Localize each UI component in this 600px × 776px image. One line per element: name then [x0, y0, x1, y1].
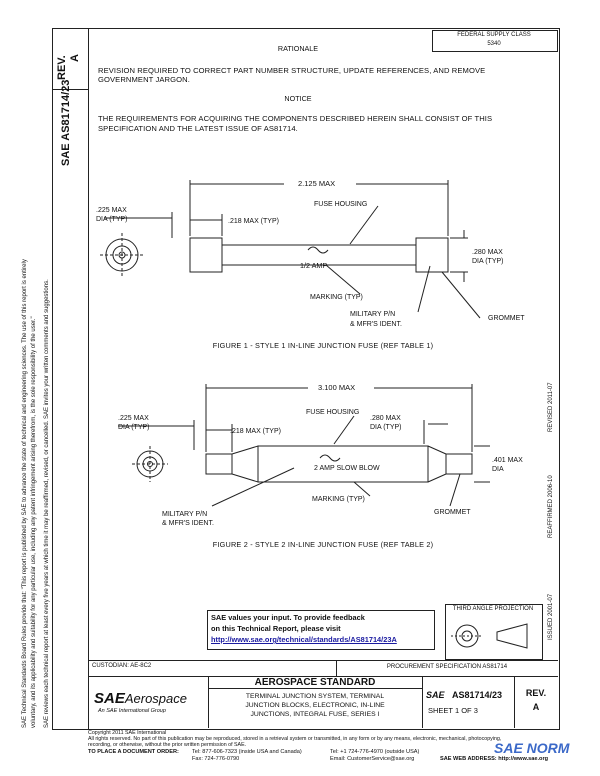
fig2-dim-mid2: DIA (TYP) — [370, 424, 402, 431]
fig2-right-cap — [445, 453, 473, 475]
fig1-marking: MARKING (TYP) — [310, 294, 363, 301]
fig2-dim-mid1: .280 MAX — [370, 415, 401, 422]
fig2-dim-length: 3.100 MAX — [318, 383, 355, 392]
rationale-title: RATIONALE — [277, 44, 319, 53]
disclaimer-line-1: SAE Technical Standards Board Rules prov… — [22, 259, 28, 728]
sae-logo: SAEAerospace — [94, 690, 187, 707]
figure-2-caption: FIGURE 2 - STYLE 2 IN-LINE JUNCTION FUSE… — [212, 540, 434, 549]
fig1-dim-dia-left1: .225 MAX — [96, 207, 127, 214]
fig1-military2: & MFR'S IDENT. — [350, 321, 402, 328]
rationale-text-2: GOVERNMENT JARGON. — [98, 75, 190, 84]
fig2-dim-dia-right1: .401 MAX — [492, 457, 523, 464]
sae-norm-watermark: SAE NORM — [494, 740, 570, 756]
drawing-frame — [88, 28, 560, 730]
sae-small-logo: SAE — [426, 690, 445, 700]
figure-1-drawing: 2.125 MAX .225 MAX DIA (TYP) .218 MAX (T… — [96, 179, 525, 328]
fig2-dim-dia-right2: DIA — [492, 466, 504, 473]
federal-supply-line2: 5340 — [487, 41, 501, 47]
fig2-right-taper — [427, 445, 447, 483]
rev-value-block: A — [532, 702, 540, 712]
fig2-grommet: GROMMET — [434, 509, 471, 516]
procurement-cell — [336, 660, 559, 676]
fig1-dim-length: 2.125 MAX — [298, 179, 335, 188]
desc-line2: JUNCTION BLOCKS, ELECTRONIC, IN-LINE — [245, 702, 385, 709]
standard-cell — [208, 676, 423, 689]
feedback-box — [207, 610, 435, 650]
projection-box — [445, 604, 543, 660]
fig1-dim-dia-left2: DIA (TYP) — [96, 216, 128, 223]
federal-supply-line1: FEDERAL SUPPLY CLASS — [457, 32, 531, 38]
fig2-fuse-housing-label: FUSE HOUSING — [306, 409, 359, 416]
custodian: CUSTODIAN: AE-8C2 — [92, 663, 152, 669]
fig1-right-cap — [415, 237, 449, 273]
projection-label: THIRD ANGLE PROJECTION — [452, 606, 534, 612]
disclaimer-line-3: SAE reviews each technical report at lea… — [44, 279, 50, 728]
logo-cell — [88, 676, 209, 728]
aerospace-standard: AEROSPACE STANDARD — [254, 677, 376, 688]
fig2-marking: MARKING (TYP) — [312, 496, 365, 503]
notice-text-2: SPECIFICATION AND THE LATEST ISSUE OF AS… — [98, 124, 298, 133]
procurement: PROCUREMENT SPECIFICATION AS81714 — [386, 664, 508, 670]
fig1-military1: MILITARY P/N — [350, 311, 395, 318]
feedback-line1: SAE values your input. To provide feedba… — [211, 613, 365, 622]
fig1-dim-dia-right1: .280 MAX — [472, 249, 503, 256]
fig1-dim-cap: .218 MAX (TYP) — [228, 218, 279, 225]
feedback-link[interactable]: http://www.sae.org/technical/standards/A… — [211, 635, 397, 644]
fig1-fuse-housing-label: FUSE HOUSING — [314, 201, 367, 208]
fig2-dim-dia-left1: .225 MAX — [118, 415, 149, 422]
footer-rights: All rights reserved. No part of this pub… — [88, 736, 502, 742]
rationale-text-1: REVISION REQUIRED TO CORRECT PART NUMBER… — [98, 66, 486, 75]
fig2-military2: & MFR'S IDENT. — [162, 520, 214, 527]
rev-label-vertical: REV. — [56, 55, 68, 80]
footer-web: SAE WEB ADDRESS: http://www.sae.org — [440, 756, 549, 762]
rev-box — [52, 28, 89, 90]
footer-tel1: Tel: 877-606-7323 (inside USA and Canada… — [192, 749, 302, 755]
fig1-amp-label: 1/2 AMP — [300, 261, 327, 270]
doc-number-vertical: SAE AS81714/23 — [60, 79, 72, 166]
footer-order: TO PLACE A DOCUMENT ORDER: — [88, 749, 179, 755]
feedback-line2: on this Technical Report, please visit — [211, 624, 341, 633]
rev-value-vertical: A — [69, 54, 81, 62]
reaffirmed-date: REAFFIRMED 2006-10 — [548, 475, 554, 538]
footer-copyright: Copyright 2011 SAE International — [88, 730, 167, 736]
fig2-dim-cap: .218 MAX (TYP) — [230, 428, 281, 435]
figure-1-caption: FIGURE 1 - STYLE 1 IN-LINE JUNCTION FUSE… — [212, 341, 434, 350]
desc-line3: JUNCTIONS, INTEGRAL FUSE, SERIES I — [250, 711, 380, 718]
fig1-grommet: GROMMET — [488, 315, 525, 322]
sheet-number: SHEET 1 OF 3 — [428, 706, 478, 715]
rev-label-block: REV. — [525, 688, 547, 698]
title-block-main — [88, 676, 558, 729]
fig2-fuse-housing — [257, 445, 429, 483]
desc-cell — [208, 688, 423, 728]
footer-rights-2: recording, or otherwise, without the pri… — [88, 742, 247, 748]
footer-email: Email: CustomerService@sae.org — [330, 756, 415, 762]
figure-2-drawing: 3.100 MAX .225 MAX DIA (TYP) .218 MAX (T… — [118, 383, 523, 527]
fig2-amp-label: 2 AMP SLOW BLOW — [314, 465, 380, 472]
fig2-left-cap — [205, 453, 233, 475]
fig1-dim-dia-right2: DIA (TYP) — [472, 258, 504, 265]
doc-number-cell — [422, 676, 515, 728]
notice-title: NOTICE — [284, 94, 312, 103]
doc-number: AS81714/23 — [452, 690, 503, 700]
fig2-dim-dia-left2: DIA (TYP) — [118, 424, 150, 431]
title-block-top-line — [88, 660, 558, 661]
fig1-left-cap — [189, 237, 223, 273]
issued-date: ISSUED 2001-07 — [548, 593, 554, 640]
notice-text-1: THE REQUIREMENTS FOR ACQUIRING THE COMPO… — [98, 114, 493, 123]
projection-symbol — [451, 623, 528, 649]
sae-logo-sub: An SAE International Group — [98, 708, 166, 714]
fig2-military1: MILITARY P/N — [162, 511, 207, 518]
revised-date: REVISED 2011-07 — [548, 382, 554, 432]
fig2-left-taper — [231, 445, 259, 483]
footer-fax: Fax: 724-776-0790 — [192, 756, 240, 762]
disclaimer-line-2: voluntary, and its applicability and sui… — [31, 316, 37, 728]
federal-supply-stamp — [432, 30, 558, 52]
footer-tel2: Tel: +1 724-776-4970 (outside USA) — [330, 749, 420, 755]
desc-line1: TERMINAL JUNCTION SYSTEM, TERMINAL — [245, 693, 385, 700]
